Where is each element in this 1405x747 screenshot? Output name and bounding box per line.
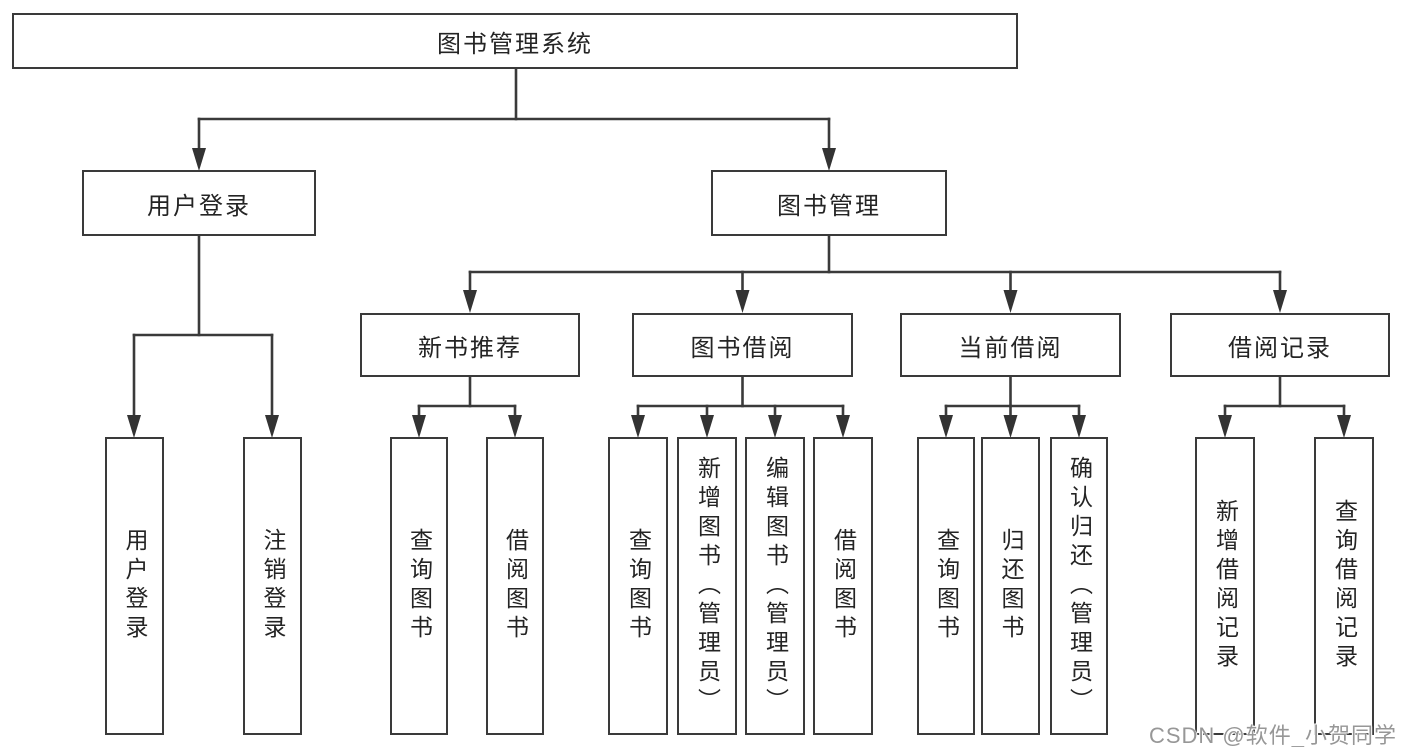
arrow-down-icon bbox=[412, 415, 426, 438]
arrow-down-icon bbox=[768, 415, 782, 438]
node-library-management-system: 图书管理系统 bbox=[12, 13, 1018, 69]
csdn-watermark: CSDN @软件_小贺同学 bbox=[1148, 723, 1397, 747]
new-book-to-leaves-connector bbox=[412, 375, 522, 438]
arrow-down-icon bbox=[1273, 290, 1287, 313]
leaf-query-borrow-record: 查询借阅记录 bbox=[1314, 437, 1374, 735]
leaf-return-books: 归还图书 bbox=[981, 437, 1040, 735]
node-label: 借阅记录 bbox=[1228, 334, 1332, 362]
node-label: 借阅图书 bbox=[502, 528, 529, 644]
root-to-level2-connector bbox=[192, 66, 836, 171]
node-label: 编辑图书（管理员） bbox=[762, 455, 789, 717]
node-label: 查询图书 bbox=[625, 528, 652, 644]
leaf-add-books-admin: 新增图书（管理员） bbox=[677, 437, 737, 735]
node-label: 归还图书 bbox=[998, 528, 1024, 644]
borrow-record-to-leaves-connector bbox=[1218, 375, 1351, 438]
node-new-book-recommend: 新书推荐 bbox=[360, 313, 580, 377]
node-label: 用户登录 bbox=[122, 528, 148, 644]
leaf-query-books: 查询图书 bbox=[390, 437, 448, 735]
arrow-down-icon bbox=[700, 415, 714, 438]
node-label: 新增图书（管理员） bbox=[694, 455, 721, 717]
user-login-to-leaves-connector bbox=[127, 234, 279, 438]
current-borrow-to-leaves-connector bbox=[939, 375, 1086, 438]
leaf-query-books: 查询图书 bbox=[608, 437, 668, 735]
leaf-edit-books-admin: 编辑图书（管理员） bbox=[745, 437, 805, 735]
node-label: 借阅图书 bbox=[830, 528, 857, 644]
node-label: 新书推荐 bbox=[418, 334, 522, 362]
arrow-down-icon bbox=[265, 415, 279, 438]
arrow-down-icon bbox=[939, 415, 953, 438]
node-label: 图书管理系统 bbox=[437, 30, 593, 58]
leaf-logout: 注销登录 bbox=[243, 437, 302, 735]
leaf-borrow-books: 借阅图书 bbox=[813, 437, 873, 735]
leaf-borrow-books: 借阅图书 bbox=[486, 437, 544, 735]
leaf-query-books: 查询图书 bbox=[917, 437, 975, 735]
node-book-management: 图书管理 bbox=[711, 170, 947, 236]
book-mgmt-to-level3-connector bbox=[463, 234, 1287, 313]
arrow-down-icon bbox=[822, 148, 836, 171]
arrow-down-icon bbox=[508, 415, 522, 438]
arrow-down-icon bbox=[735, 290, 750, 313]
node-label: 查询图书 bbox=[933, 528, 960, 644]
arrow-down-icon bbox=[836, 415, 850, 438]
node-borrow-record: 借阅记录 bbox=[1170, 313, 1390, 377]
arrow-down-icon bbox=[127, 415, 141, 438]
leaf-confirm-return-admin: 确认归还（管理员） bbox=[1050, 437, 1108, 735]
node-label: 查询借阅记录 bbox=[1331, 499, 1358, 673]
arrow-down-icon bbox=[1003, 290, 1018, 313]
arrow-down-icon bbox=[1072, 415, 1086, 438]
arrow-down-icon bbox=[1003, 415, 1018, 438]
node-label: 确认归还（管理员） bbox=[1066, 455, 1093, 717]
node-label: 图书借阅 bbox=[690, 334, 795, 362]
book-borrow-to-leaves-connector bbox=[631, 375, 850, 438]
leaf-user-login: 用户登录 bbox=[105, 437, 164, 735]
arrow-down-icon bbox=[1337, 415, 1351, 438]
node-label: 用户登录 bbox=[147, 192, 251, 220]
node-label: 注销登录 bbox=[260, 528, 286, 644]
arrow-down-icon bbox=[631, 415, 645, 438]
node-book-borrow: 图书借阅 bbox=[632, 313, 853, 377]
node-user-login: 用户登录 bbox=[82, 170, 316, 236]
node-label: 当前借阅 bbox=[958, 334, 1063, 362]
arrow-down-icon bbox=[192, 148, 206, 171]
node-label: 图书管理 bbox=[777, 192, 881, 220]
arrow-down-icon bbox=[1218, 415, 1232, 438]
node-label: 查询图书 bbox=[406, 528, 433, 644]
node-label: 新增借阅记录 bbox=[1212, 499, 1239, 673]
node-current-borrow: 当前借阅 bbox=[900, 313, 1121, 377]
leaf-add-borrow-record: 新增借阅记录 bbox=[1195, 437, 1255, 735]
arrow-down-icon bbox=[463, 290, 477, 313]
